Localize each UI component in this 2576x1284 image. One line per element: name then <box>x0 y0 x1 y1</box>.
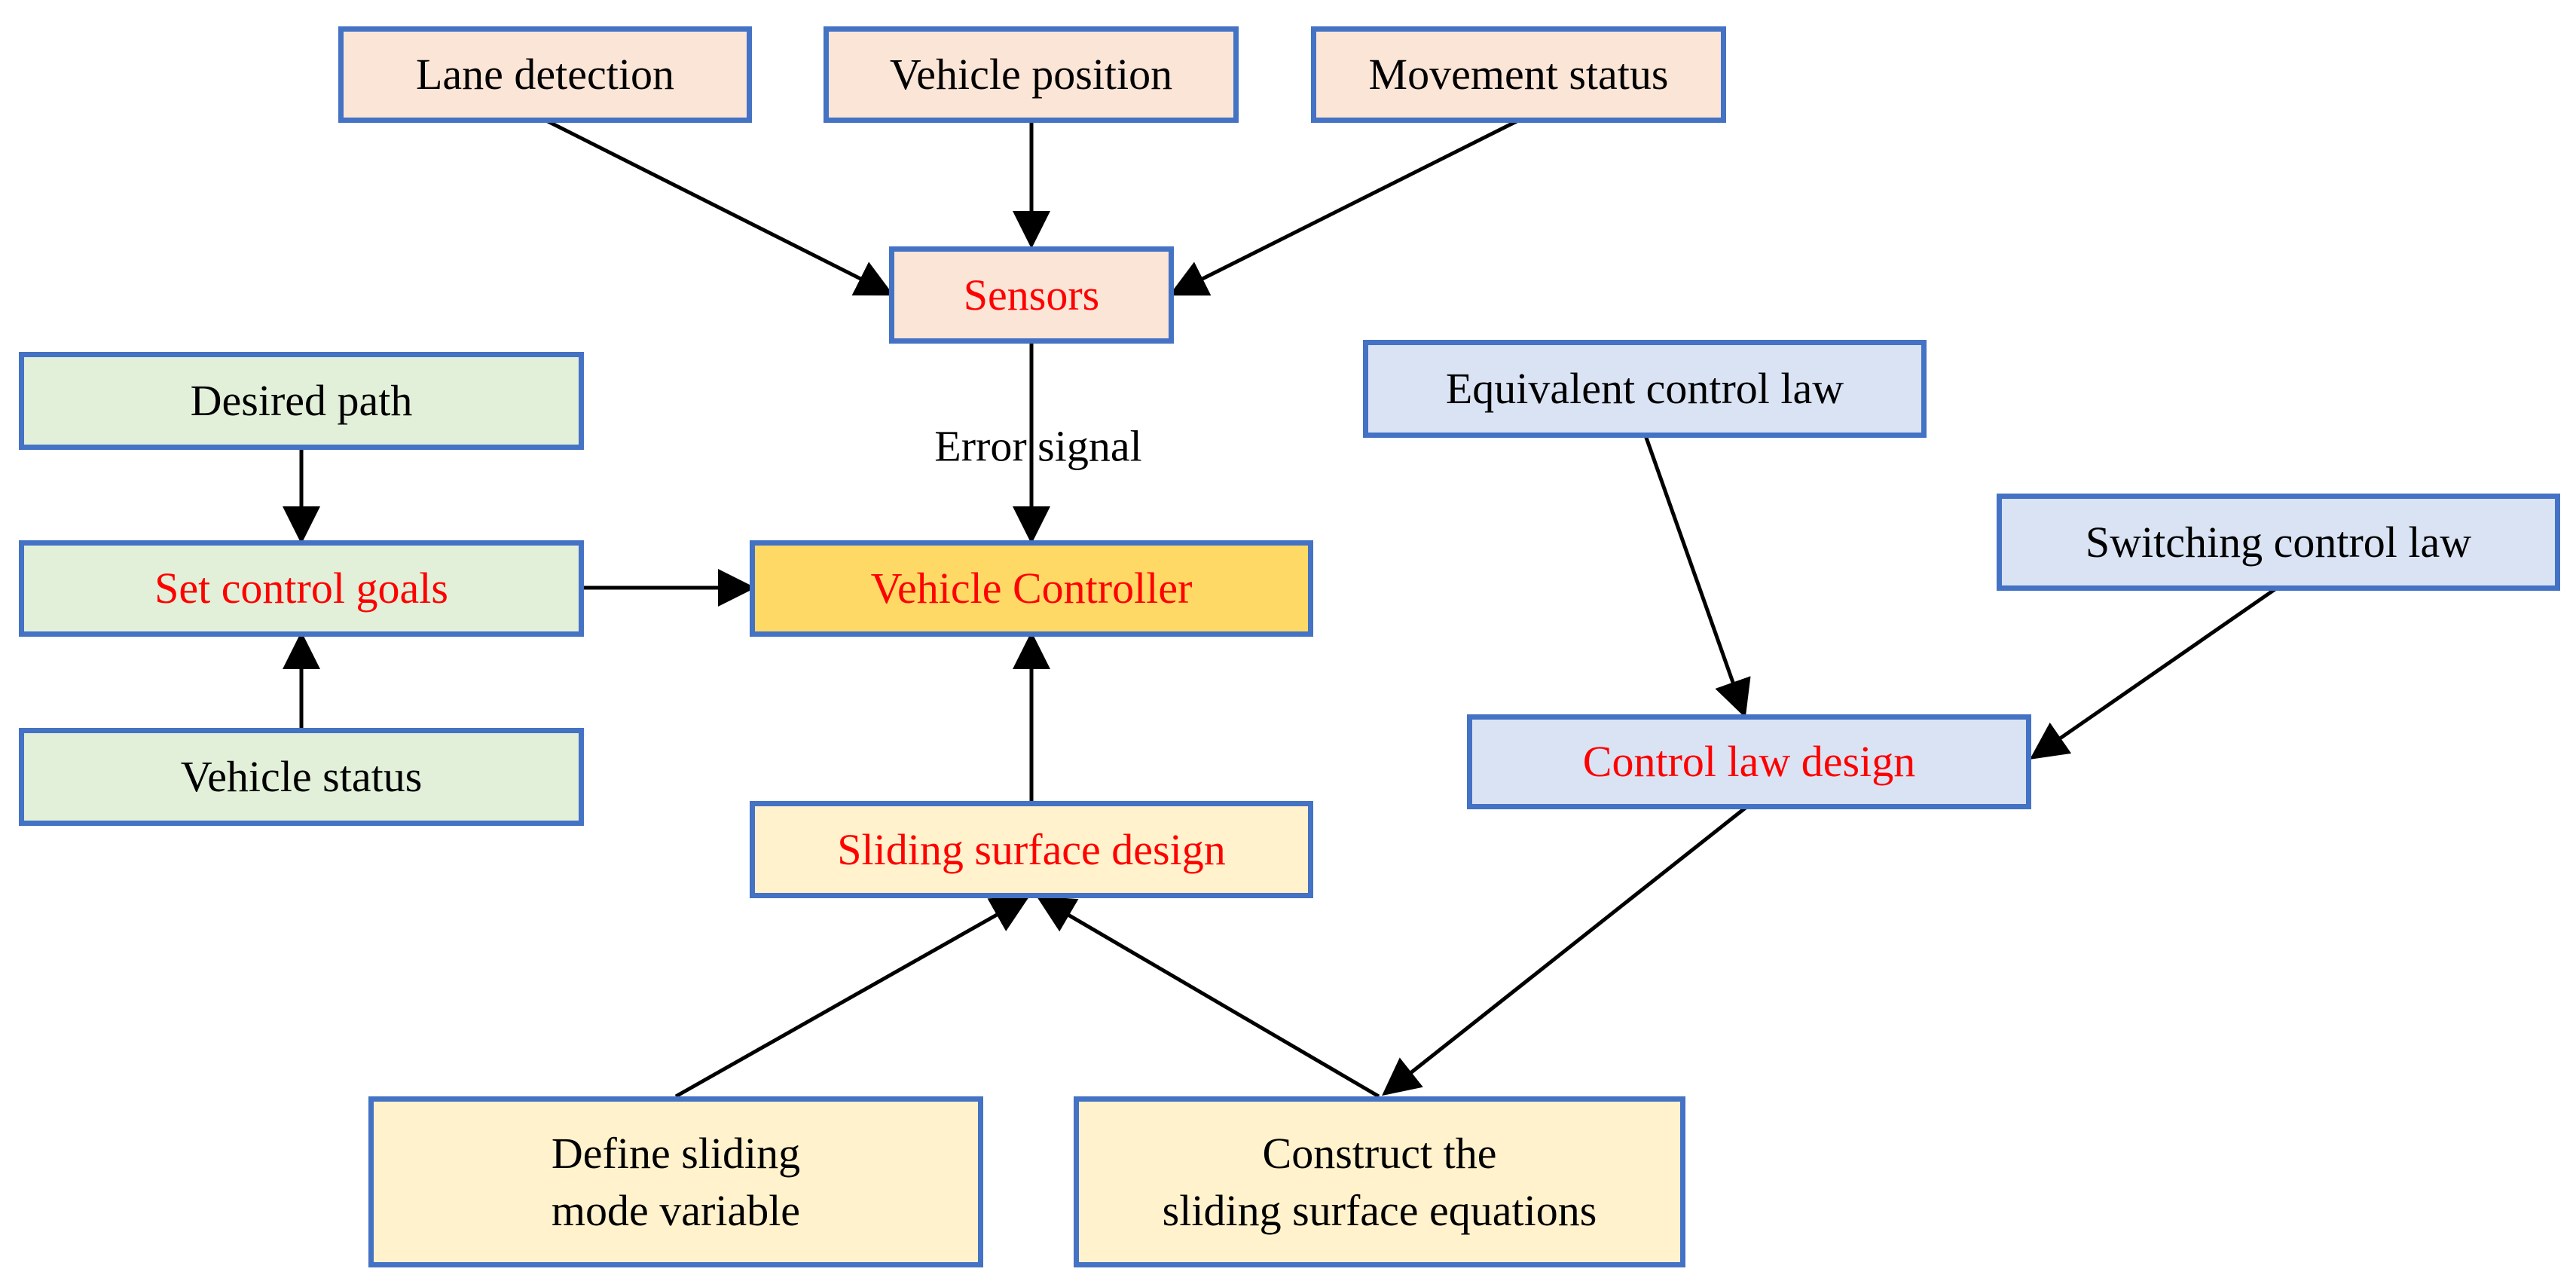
define-sliding-line-2: mode variable <box>551 1185 801 1235</box>
desired-path-box: Desired path <box>19 352 584 450</box>
switching-control-law-label: Switching control law <box>2085 517 2472 567</box>
arrow-controllaw-to-construct <box>1382 806 1748 1096</box>
set-control-goals-box: Set control goals <box>19 540 584 637</box>
vehicle-status-label: Vehicle status <box>180 752 423 802</box>
movement-status-box: Movement status <box>1311 26 1726 123</box>
vehicle-position-box: Vehicle position <box>824 26 1239 123</box>
equivalent-control-law-box: Equivalent control law <box>1363 340 1927 438</box>
error-signal-label: Error signal <box>934 421 1142 471</box>
define-sliding-mode-box: Define sliding mode variable <box>368 1096 983 1267</box>
switching-control-law-box: Switching control law <box>1997 494 2560 591</box>
vehicle-controller-label: Vehicle Controller <box>870 564 1193 613</box>
construct-equations-box: Construct the sliding surface equations <box>1074 1096 1685 1267</box>
construct-line-2: sliding surface equations <box>1162 1185 1597 1235</box>
control-law-design-box: Control law design <box>1467 714 2031 809</box>
lane-detection-box: Lane detection <box>338 26 752 123</box>
arrow-equivalent-to-controllaw <box>1643 435 1751 718</box>
movement-status-label: Movement status <box>1368 50 1669 99</box>
sensors-box: Sensors <box>889 246 1174 344</box>
desired-path-label: Desired path <box>190 376 413 426</box>
sensors-label: Sensors <box>963 270 1100 319</box>
equivalent-control-law-label: Equivalent control law <box>1445 364 1844 414</box>
construct-line-1: Construct the <box>1262 1129 1497 1179</box>
sliding-surface-design-box: Sliding surface design <box>750 801 1313 898</box>
control-law-design-label: Control law design <box>1582 737 1916 787</box>
arrow-movement-to-sensors <box>1169 118 1520 296</box>
arrow-lane-to-sensors <box>545 118 894 296</box>
arrow-construct-to-sliding <box>1036 896 1380 1099</box>
arrow-switching-to-controllaw <box>2029 586 2278 760</box>
vehicle-position-label: Vehicle position <box>889 50 1173 99</box>
lane-detection-label: Lane detection <box>416 50 674 99</box>
sliding-surface-design-label: Sliding surface design <box>837 824 1226 874</box>
arrow-define-to-sliding <box>674 896 1030 1099</box>
define-sliding-line-1: Define sliding <box>551 1129 801 1179</box>
vehicle-controller-box: Vehicle Controller <box>750 540 1313 637</box>
vehicle-status-box: Vehicle status <box>19 728 584 826</box>
set-control-goals-label: Set control goals <box>154 564 448 613</box>
